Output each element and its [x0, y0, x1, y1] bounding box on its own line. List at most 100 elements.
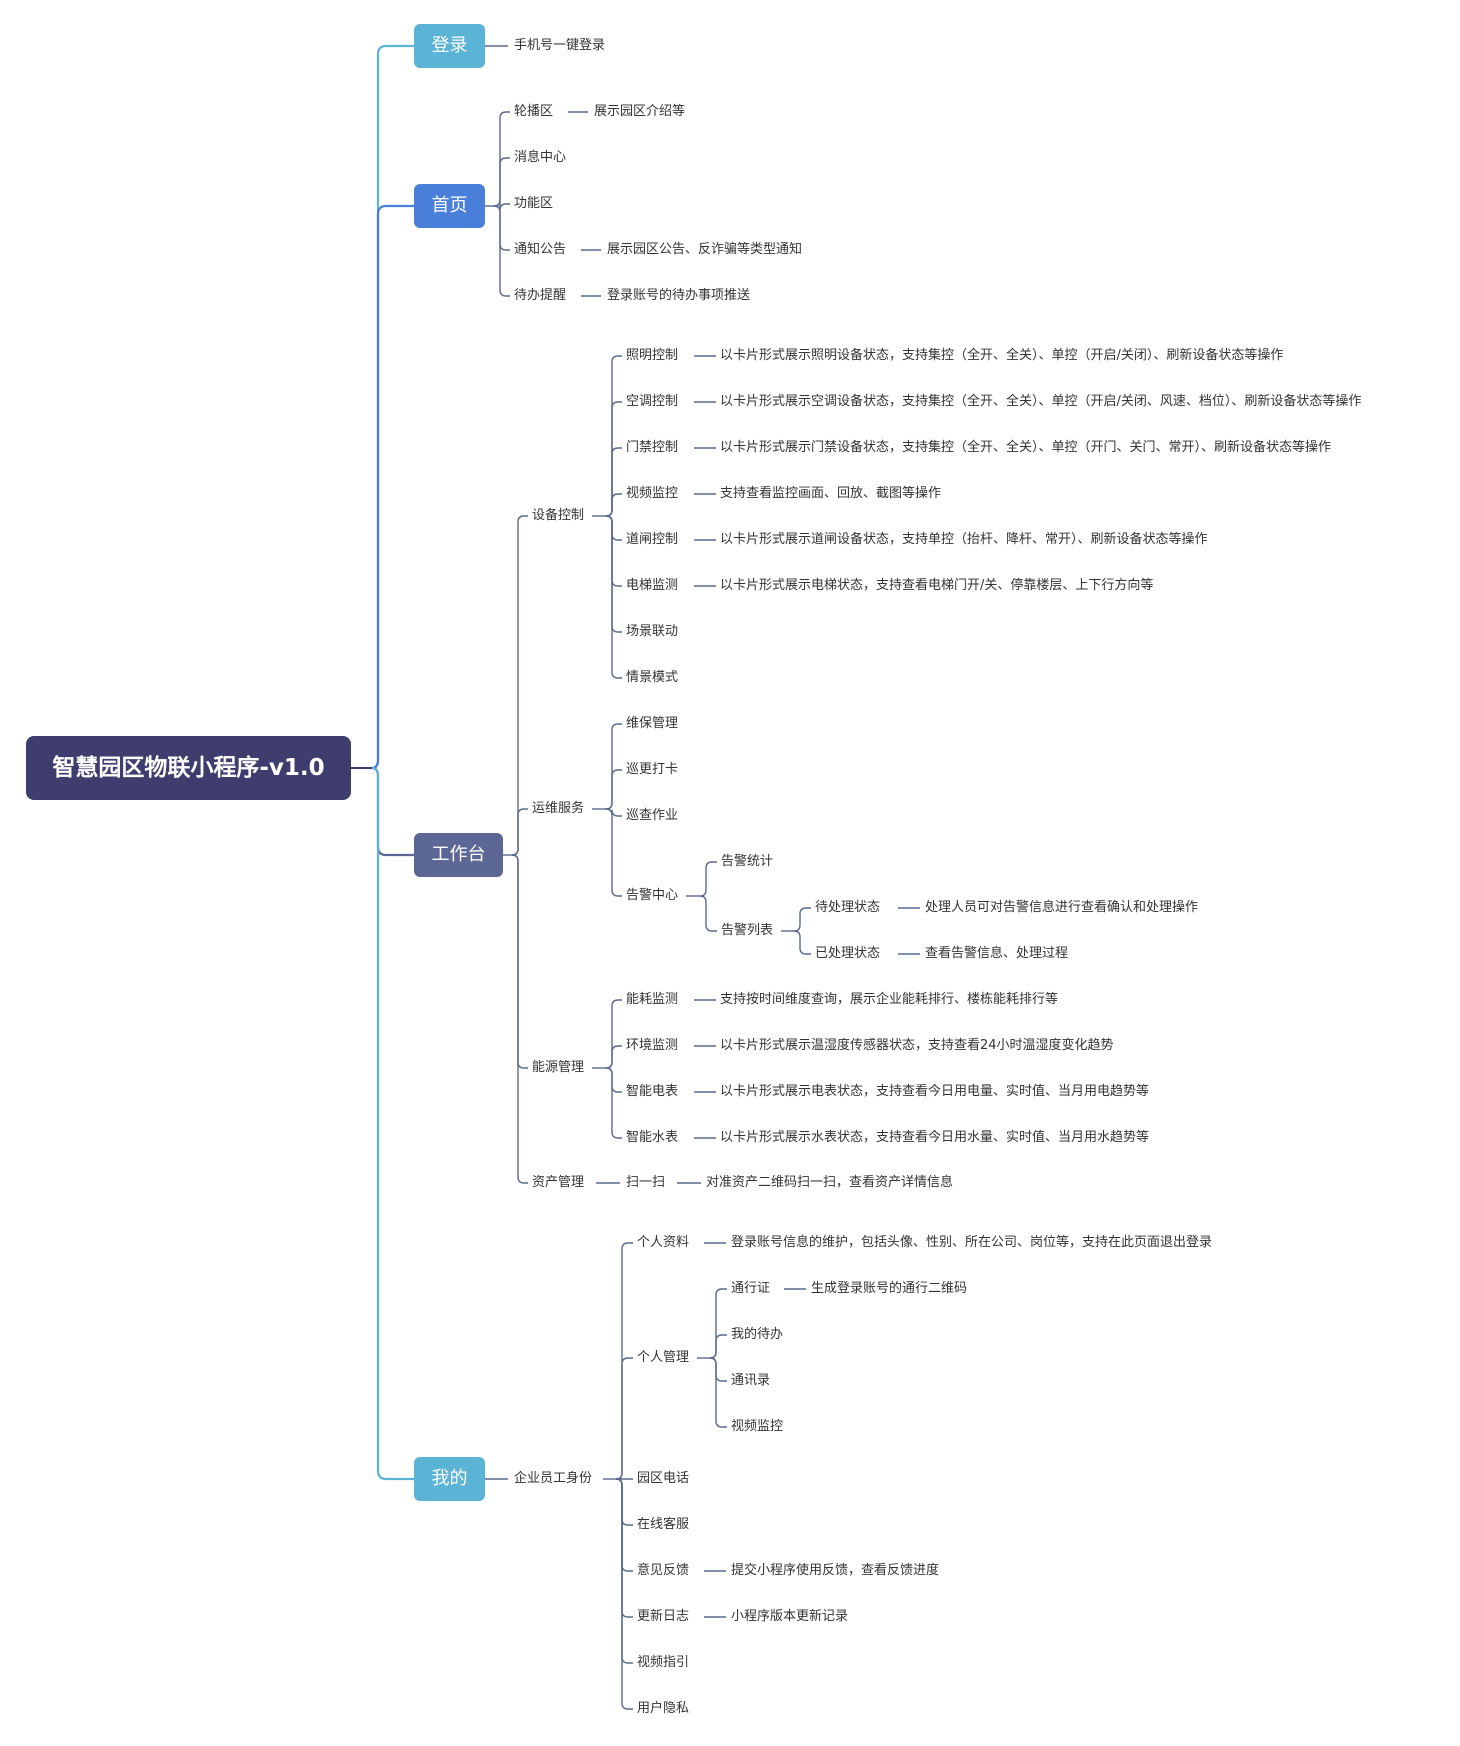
connector — [605, 808, 622, 897]
mine-item: 个人资料 — [637, 1235, 690, 1250]
personal-item: 视频监控 — [731, 1419, 784, 1434]
energy-item-desc: 支持按时间维度查询，展示企业能耗排行、楼栋能耗排行等 — [720, 992, 1059, 1007]
device-item: 电梯监测 — [626, 578, 679, 593]
connector — [605, 1067, 622, 1093]
energy-item: 环境监测 — [626, 1038, 679, 1053]
branch-home: 首页 — [414, 184, 485, 228]
workbench-group: 设备控制 — [532, 508, 585, 523]
device-item-desc: 以卡片形式展示门禁设备状态，支持集控（全开、全关）、单控（开门、关门、常开）、刷… — [720, 440, 1332, 455]
connector — [709, 1357, 727, 1428]
mine-item-desc: 登录账号信息的维护，包括头像、性别、所在公司、岗位等，支持在此页面退出登录 — [731, 1235, 1213, 1250]
branch-workbench: 工作台 — [414, 833, 503, 877]
connector — [709, 1334, 727, 1359]
connector — [605, 355, 622, 517]
connector — [493, 205, 510, 297]
branch-mine: 我的 — [414, 1457, 485, 1501]
connector — [605, 515, 622, 541]
device-item: 道闸控制 — [626, 532, 679, 547]
connector — [605, 515, 622, 633]
connector — [371, 204, 414, 770]
energy-item: 智能电表 — [626, 1084, 679, 1099]
connector — [605, 515, 622, 679]
personal-item: 通讯录 — [731, 1373, 771, 1388]
personal-item: 通行证 — [731, 1281, 771, 1296]
connector — [511, 808, 528, 856]
connector — [615, 1357, 633, 1480]
connector — [709, 1357, 727, 1382]
home-item: 消息中心 — [514, 150, 567, 165]
connector — [605, 493, 622, 517]
energy-item-desc: 以卡片形式展示水表状态，支持查看今日用水量、实时值、当月用水趋势等 — [720, 1130, 1150, 1145]
connector — [493, 205, 510, 251]
connector — [699, 861, 717, 897]
workbench-group: 资产管理 — [532, 1175, 585, 1190]
alarm-list-item-desc: 查看告警信息、处理过程 — [925, 946, 1069, 961]
device-item-desc: 以卡片形式展示电梯状态，支持查看电梯门开/关、停靠楼层、上下行方向等 — [720, 578, 1154, 593]
home-item-desc: 登录账号的待办事项推送 — [607, 288, 751, 303]
energy-item: 能耗监测 — [626, 992, 679, 1007]
alarm-list-item: 待处理状态 — [815, 900, 881, 915]
home-item: 待办提醒 — [514, 288, 567, 303]
workbench-group: 运维服务 — [532, 801, 585, 816]
connector — [615, 1478, 633, 1526]
personal-item: 我的待办 — [731, 1327, 784, 1342]
mine-item: 意见反馈 — [637, 1563, 690, 1578]
mine-item: 更新日志 — [637, 1609, 690, 1624]
connector — [793, 930, 811, 955]
connector — [615, 1478, 633, 1710]
personal-item-desc: 生成登录账号的通行二维码 — [811, 1281, 968, 1296]
energy-item-desc: 以卡片形式展示电表状态，支持查看今日用电量、实时值、当月用电趋势等 — [720, 1084, 1150, 1099]
alarm-list-item-desc: 处理人员可对告警信息进行查看确认和处理操作 — [925, 900, 1199, 915]
login-item: 手机号一键登录 — [514, 38, 606, 53]
connector — [709, 1288, 727, 1359]
connector — [615, 1478, 633, 1618]
connector — [511, 854, 528, 1069]
ops-item: 巡查作业 — [626, 808, 679, 823]
device-item: 照明控制 — [626, 348, 679, 363]
connector — [511, 854, 528, 1184]
mine-item: 视频指引 — [637, 1655, 690, 1670]
device-item: 情景模式 — [626, 670, 679, 685]
home-item-desc: 展示园区公告、反诈骗等类型通知 — [607, 242, 803, 257]
connector — [605, 769, 622, 810]
home-item: 轮播区 — [514, 104, 554, 119]
workbench-group: 能源管理 — [532, 1060, 585, 1075]
energy-item-desc: 以卡片形式展示温湿度传感器状态，支持查看24小时温湿度变化趋势 — [720, 1038, 1114, 1053]
connector — [605, 723, 622, 810]
connector — [605, 1067, 622, 1139]
asset-item: 扫一扫 — [626, 1175, 666, 1190]
mine-item: 园区电话 — [637, 1471, 690, 1486]
mine-item: 在线客服 — [637, 1517, 690, 1532]
connector — [493, 157, 510, 207]
device-item-desc: 以卡片形式展示空调设备状态，支持集控（全开、全关）、单控（开启/关闭、风速、档位… — [720, 394, 1362, 409]
connector — [511, 515, 528, 856]
ops-item: 告警中心 — [626, 888, 679, 903]
asset-item-desc: 对准资产二维码扫一扫，查看资产详情信息 — [706, 1175, 954, 1190]
mine-item-desc: 提交小程序使用反馈，查看反馈进度 — [731, 1563, 940, 1578]
home-item: 功能区 — [514, 196, 554, 211]
ops-item: 维保管理 — [626, 716, 679, 731]
connector — [605, 401, 622, 517]
connector — [371, 766, 414, 1481]
alarm-item: 告警列表 — [721, 923, 774, 938]
connector — [615, 1242, 633, 1480]
alarm-list-item: 已处理状态 — [815, 946, 881, 961]
mine-item-desc: 小程序版本更新记录 — [731, 1609, 849, 1624]
branch-login: 登录 — [414, 24, 485, 68]
device-item: 门禁控制 — [626, 440, 679, 455]
device-item: 空调控制 — [626, 394, 679, 409]
home-item-desc: 展示园区介绍等 — [594, 104, 686, 119]
alarm-item: 告警统计 — [721, 854, 774, 869]
device-item-desc: 以卡片形式展示照明设备状态，支持集控（全开、全关）、单控（开启/关闭）、刷新设备… — [720, 348, 1284, 363]
device-item-desc: 以卡片形式展示道闸设备状态，支持单控（抬杆、降杆、常开）、刷新设备状态等操作 — [720, 532, 1208, 547]
connector — [605, 515, 622, 587]
root-node: 智慧园区物联小程序-v1.0 — [26, 736, 351, 800]
home-item: 通知公告 — [514, 242, 567, 257]
mine-item: 个人管理 — [637, 1350, 690, 1365]
mine-identity: 企业员工身份 — [514, 1471, 593, 1486]
connector — [605, 447, 622, 517]
connector — [493, 199, 510, 211]
connector — [793, 907, 811, 932]
